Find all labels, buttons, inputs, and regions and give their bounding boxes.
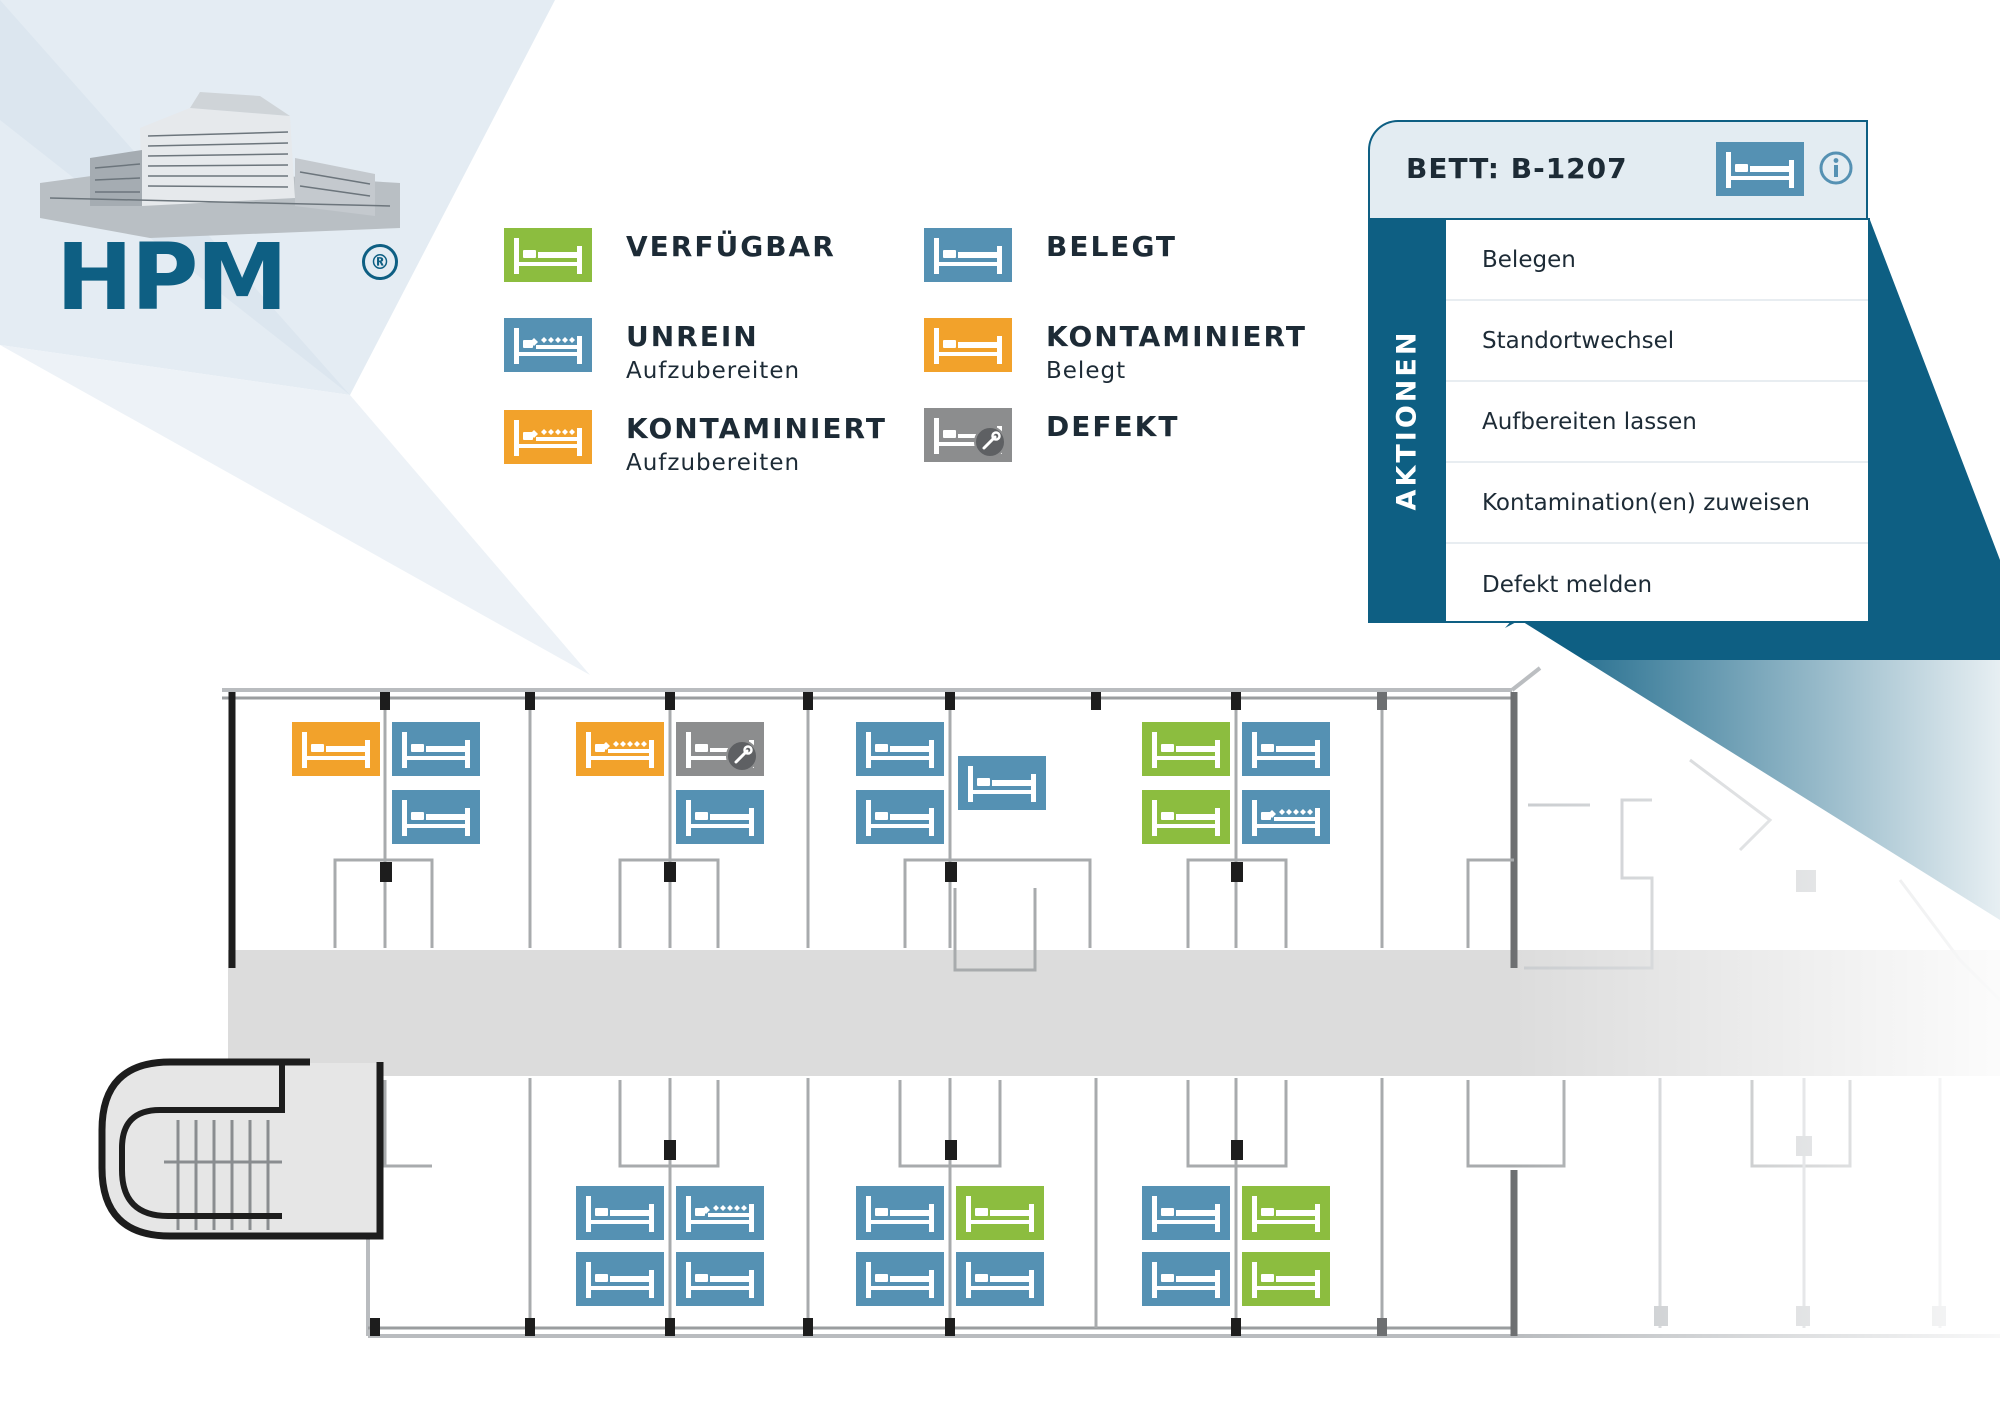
bed-tile[interactable] (1142, 1252, 1230, 1306)
legend-title: UNREIN (626, 320, 759, 353)
legend-title: KONTAMINIERT (1046, 320, 1307, 353)
action-assign-contamination[interactable]: Kontamination(en) zuweisen (1446, 463, 1868, 544)
bed-tile[interactable] (958, 756, 1046, 810)
bed-tile[interactable] (956, 1186, 1044, 1240)
bed-tile[interactable] (676, 722, 764, 776)
bed-tile[interactable] (1142, 722, 1230, 776)
bed-tile[interactable] (1242, 1252, 1330, 1306)
bed-tile[interactable] (1142, 1186, 1230, 1240)
bed-tile[interactable] (676, 1186, 764, 1240)
bed-icon (504, 228, 592, 282)
actions-menu: Belegen Standortwechsel Aufbereiten lass… (1446, 218, 1870, 623)
bed-tile[interactable] (956, 1252, 1044, 1306)
bed-tile[interactable] (856, 1252, 944, 1306)
bed-tile[interactable] (392, 722, 480, 776)
bed-tile[interactable] (392, 790, 480, 844)
panel-header: BETT: B-1207 (1368, 120, 1868, 218)
bed-dirty-icon (504, 410, 592, 464)
registered-mark: ® (362, 244, 398, 280)
bed-icon (924, 228, 1012, 282)
legend-subtitle: Aufzubereiten (626, 358, 801, 384)
legend-title: KONTAMINIERT (626, 412, 887, 445)
bed-action-panel: BETT: B-1207 AKTIONEN Belegen Standortwe… (1368, 120, 1870, 623)
bed-icon (1716, 142, 1804, 196)
action-assign-bed[interactable]: Belegen (1446, 220, 1868, 301)
actions-label: AKTIONEN (1391, 329, 1423, 511)
bed-tile[interactable] (576, 722, 664, 776)
action-change-location[interactable]: Standortwechsel (1446, 301, 1868, 382)
legend-title: BELEGT (1046, 230, 1178, 263)
bed-tile[interactable] (576, 1186, 664, 1240)
staircase (98, 1058, 384, 1240)
legend-title: VERFÜGBAR (626, 230, 836, 263)
bed-icon (924, 318, 1012, 372)
action-request-cleaning[interactable]: Aufbereiten lassen (1446, 382, 1868, 463)
legend-subtitle: Belegt (1046, 358, 1127, 384)
bed-tile[interactable] (856, 1186, 944, 1240)
legend-subtitle: Aufzubereiten (626, 450, 801, 476)
panel-title: BETT: B-1207 (1406, 152, 1628, 185)
bed-tile[interactable] (676, 790, 764, 844)
actions-sidebar: AKTIONEN (1368, 218, 1446, 623)
bed-wrench-icon (924, 408, 1012, 462)
bed-tile[interactable] (676, 1252, 764, 1306)
bed-dirty-icon (504, 318, 592, 372)
bed-tile[interactable] (292, 722, 380, 776)
info-icon[interactable] (1818, 150, 1854, 186)
hospital-building-illustration (40, 92, 400, 238)
brand-logo-text: HPM (56, 224, 288, 331)
bed-tile[interactable] (1242, 722, 1330, 776)
bed-tile[interactable] (1142, 790, 1230, 844)
bed-tile[interactable] (856, 790, 944, 844)
action-report-defect[interactable]: Defekt melden (1482, 571, 1653, 598)
bed-tile[interactable] (1242, 790, 1330, 844)
bed-tile[interactable] (1242, 1186, 1330, 1240)
bed-tile[interactable] (576, 1252, 664, 1306)
legend-title: DEFEKT (1046, 410, 1180, 443)
bed-tile[interactable] (856, 722, 944, 776)
